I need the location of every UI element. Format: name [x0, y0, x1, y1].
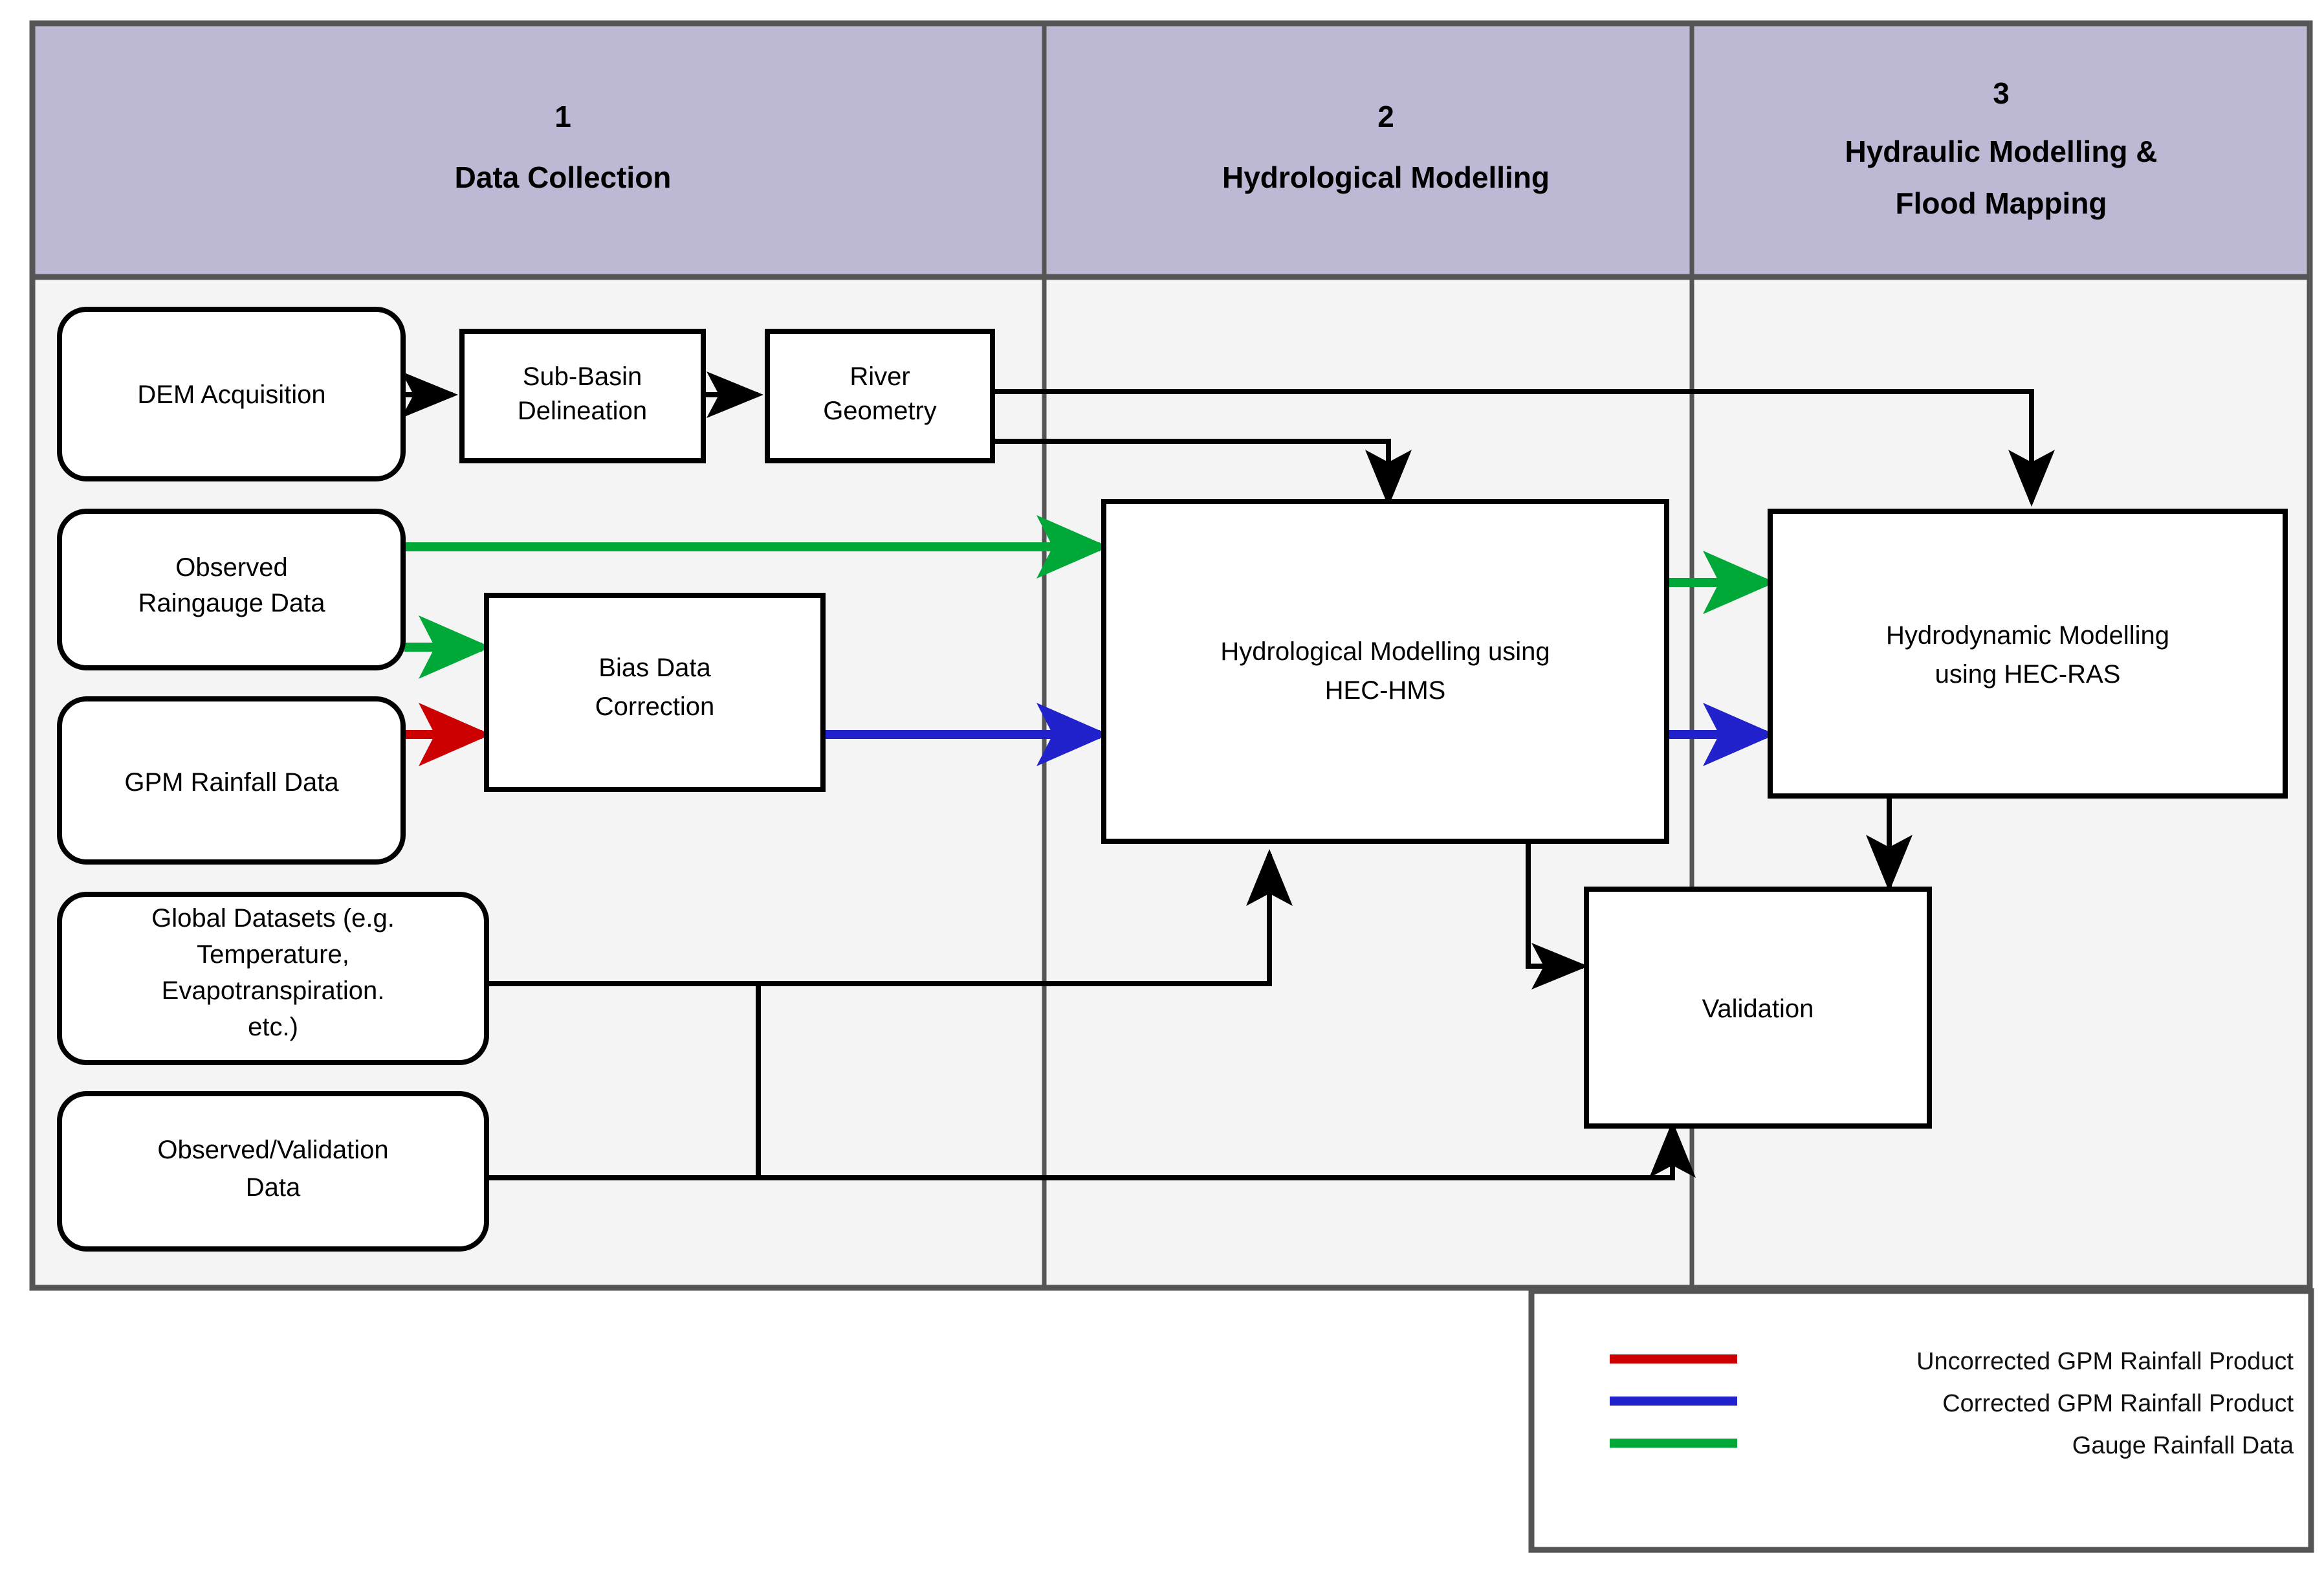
node-global-line1: Global Datasets (e.g. [151, 904, 395, 933]
node-river-geometry[interactable]: River Geometry [765, 329, 995, 463]
node-subbasin-line1: Sub-Basin [523, 362, 642, 391]
node-bias-line2: Correction [595, 692, 715, 721]
column-header-3: 3 Hydraulic Modelling & Flood Mapping [1845, 76, 2157, 220]
node-subbasin-line2: Delineation [518, 397, 647, 425]
legend-panel: Uncorrected GPM Rainfall Product Correct… [1528, 1288, 2314, 1553]
legend-item-corrected-gpm: Corrected GPM Rainfall Product [1610, 1390, 2294, 1417]
column-1-label: Data Collection [455, 160, 672, 194]
node-river-line2: Geometry [823, 397, 937, 425]
node-gpm-label: GPM Rainfall Data [124, 768, 339, 797]
column-1-number: 1 [554, 100, 571, 133]
node-validation-label: Validation [1702, 995, 1814, 1023]
column-2-label: Hydrological Modelling [1222, 160, 1550, 194]
connector-river-to-ras [992, 389, 2055, 507]
node-hydrodynamic-modelling-hec-ras[interactable]: Hydrodynamic Modelling using HEC-RAS [1768, 509, 2288, 799]
node-global-line2: Temperature, [197, 940, 349, 969]
node-obsval-line1: Observed/Validation [157, 1136, 388, 1164]
node-global-line3: Evapotranspiration. [162, 977, 385, 1005]
header-band [29, 20, 2313, 280]
node-observed-validation-data[interactable]: Observed/Validation Data [57, 1091, 489, 1252]
node-ras-line1: Hydrodynamic Modelling [1886, 621, 2169, 650]
column-3-label-line1: Hydraulic Modelling & [1845, 135, 2157, 168]
column-header-2: 2 Hydrological Modelling [1222, 100, 1550, 194]
node-ras-line2: using HEC-RAS [1935, 660, 2121, 689]
node-dem-acquisition[interactable]: DEM Acquisition [57, 307, 406, 481]
legend-label-uncorrected-gpm: Uncorrected GPM Rainfall Product [1916, 1348, 2294, 1375]
node-gpm-rainfall-data[interactable]: GPM Rainfall Data [57, 696, 406, 865]
connector-obsval-to-validation [484, 1121, 1696, 1180]
node-dem-label: DEM Acquisition [137, 381, 325, 409]
node-hms-line2: HEC-HMS [1325, 676, 1446, 705]
legend-label-gauge-rainfall: Gauge Rainfall Data [2072, 1432, 2294, 1459]
node-global-line4: etc.) [248, 1013, 298, 1041]
column-3-number: 3 [1993, 76, 2010, 110]
node-obsval-line2: Data [246, 1173, 301, 1202]
legend-item-gauge-rainfall: Gauge Rainfall Data [1610, 1432, 2294, 1459]
column-2-number: 2 [1377, 100, 1394, 133]
legend-label-corrected-gpm: Corrected GPM Rainfall Product [1942, 1390, 2294, 1417]
node-global-datasets[interactable]: Global Datasets (e.g. Temperature, Evapo… [57, 892, 489, 1065]
node-bias-line1: Bias Data [598, 654, 711, 682]
connector-globaldata-to-hms [484, 849, 1293, 986]
node-validation[interactable]: Validation [1584, 887, 1932, 1129]
legend-item-uncorrected-gpm: Uncorrected GPM Rainfall Product [1610, 1348, 2294, 1375]
node-raingauge-line2: Raingauge Data [138, 589, 325, 617]
column-header-1: 1 Data Collection [455, 100, 672, 194]
node-bias-data-correction[interactable]: Bias Data Correction [484, 593, 826, 792]
node-raingauge-line1: Observed [175, 553, 287, 582]
node-observed-raingauge-data[interactable]: Observed Raingauge Data [57, 509, 406, 670]
node-hydrological-modelling-hec-hms[interactable]: Hydrological Modelling using HEC-HMS [1101, 499, 1669, 844]
connector-river-to-hms [992, 439, 1412, 507]
column-3-label-line2: Flood Mapping [1895, 186, 2107, 220]
node-hms-line1: Hydrological Modelling using [1220, 637, 1550, 666]
node-subbasin-delineation[interactable]: Sub-Basin Delineation [459, 329, 706, 463]
node-river-line1: River [850, 362, 910, 391]
